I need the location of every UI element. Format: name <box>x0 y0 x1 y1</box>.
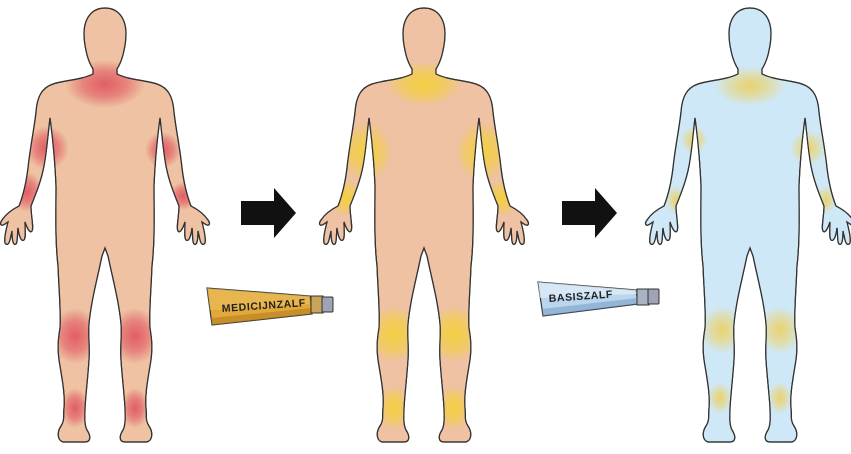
arrow-right-icon <box>241 188 296 238</box>
medicated-ointment-tube: MEDICIJNZALF <box>207 288 333 325</box>
arrow-right-icon <box>562 188 617 238</box>
base-ointment-tube: BASISZALF <box>538 282 659 316</box>
figure-after-base <box>646 8 851 442</box>
figure-after-medicated <box>320 8 529 442</box>
figure-inflamed <box>1 8 210 442</box>
